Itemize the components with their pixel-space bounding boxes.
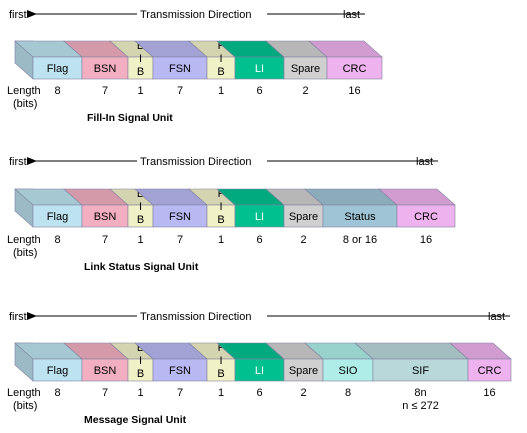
length-value-flag: 8 <box>54 85 60 97</box>
direction-label-bg <box>137 7 267 21</box>
segment-label-crc: CRC <box>478 365 502 377</box>
segment-label-spare: Spare <box>291 63 320 75</box>
direction-label-bg <box>137 154 267 168</box>
segment-crc <box>396 204 456 228</box>
segment-label-fsn: FSN <box>169 63 191 75</box>
bits-label: (bits) <box>13 98 37 110</box>
segment-label-letter: B <box>217 66 224 78</box>
segment-label-letter: B <box>137 66 144 78</box>
length-value-li: 6 <box>256 387 262 399</box>
length-note-sif: n ≤ 272 <box>402 400 439 412</box>
unit-caption: Link Status Signal Unit <box>84 261 199 273</box>
segment-label-crc: CRC <box>414 211 438 223</box>
segment-top-sif <box>354 342 469 360</box>
length-value-spare: 2 <box>302 85 308 97</box>
length-value-bsn: 7 <box>102 85 108 97</box>
segment-label-fib: FIB <box>217 40 224 78</box>
length-value-bib: 1 <box>137 85 143 97</box>
length-value-fib: 1 <box>218 234 224 246</box>
segment-label-letter: I <box>139 53 142 65</box>
length-value-fsn: 7 <box>177 234 183 246</box>
segment-label-letter: I <box>139 355 142 367</box>
segment-label-li: LI <box>255 63 264 75</box>
direction-label: Transmission Direction <box>140 9 251 21</box>
segment-label-fib: FIB <box>217 342 224 380</box>
segment-label-sif: SIF <box>412 365 429 377</box>
segment-label-li: LI <box>255 365 264 377</box>
segment-crc <box>467 358 512 382</box>
segment-label-fib: FIB <box>217 188 224 226</box>
segment-label-sio: SIO <box>339 365 358 377</box>
segment-label-letter: B <box>217 368 224 380</box>
segment-label-status: Status <box>344 211 376 223</box>
segment-label-spare: Spare <box>289 211 318 223</box>
segment-label-flag: Flag <box>47 365 68 377</box>
segment-label-letter: B <box>137 214 144 226</box>
length-label: Length <box>7 85 41 97</box>
length-label: Length <box>7 387 41 399</box>
segment-label-letter: F <box>218 342 225 354</box>
last-label: last <box>343 9 360 21</box>
length-value-crc: 16 <box>348 85 360 97</box>
last-label: last <box>488 311 505 323</box>
segment-label-letter: I <box>219 355 222 367</box>
segment-label-flag: Flag <box>47 63 68 75</box>
direction-label-bg <box>137 309 267 323</box>
length-value-crc: 16 <box>420 234 432 246</box>
direction-label: Transmission Direction <box>140 311 251 323</box>
segment-label-letter: B <box>137 368 144 380</box>
length-value-crc: 16 <box>483 387 495 399</box>
length-value-fsn: 7 <box>177 85 183 97</box>
length-value-sif: 8n <box>414 387 426 399</box>
length-value-bib: 1 <box>137 234 143 246</box>
length-value-fib: 1 <box>218 387 224 399</box>
segment-label-letter: B <box>217 214 224 226</box>
segment-label-letter: I <box>139 201 142 213</box>
segment-label-fsn: FSN <box>169 365 191 377</box>
unit-caption: Message Signal Unit <box>84 414 187 426</box>
segment-crc <box>326 56 383 80</box>
length-value-fsn: 7 <box>177 387 183 399</box>
length-value-fib: 1 <box>218 85 224 97</box>
length-value-bib: 1 <box>137 387 143 399</box>
bits-label: (bits) <box>13 247 37 259</box>
segment-label-bsn: BSN <box>94 63 117 75</box>
segment-label-letter: I <box>219 53 222 65</box>
last-label: last <box>416 156 433 168</box>
length-value-bsn: 7 <box>102 234 108 246</box>
length-value-flag: 8 <box>54 234 60 246</box>
bits-label: (bits) <box>13 400 37 412</box>
segment-label-letter: F <box>218 188 225 200</box>
length-value-bsn: 7 <box>102 387 108 399</box>
length-value-flag: 8 <box>54 387 60 399</box>
segment-label-bsn: BSN <box>94 365 117 377</box>
segment-label-fsn: FSN <box>169 211 191 223</box>
length-value-li: 6 <box>256 85 262 97</box>
segment-label-spare: Spare <box>289 365 318 377</box>
segment-label-li: LI <box>255 211 264 223</box>
length-value-spare: 2 <box>300 387 306 399</box>
length-value-spare: 2 <box>300 234 306 246</box>
first-label: first <box>9 311 27 323</box>
first-label: first <box>9 9 27 21</box>
length-label: Length <box>7 234 41 246</box>
segment-label-letter: I <box>219 201 222 213</box>
first-label: first <box>9 156 27 168</box>
segment-label-letter: F <box>218 40 225 52</box>
segment-label-crc: CRC <box>343 63 367 75</box>
length-value-sio: 8 <box>345 387 351 399</box>
segment-label-flag: Flag <box>47 211 68 223</box>
length-value-status: 8 or 16 <box>343 234 377 246</box>
segment-label-bsn: BSN <box>94 211 117 223</box>
unit-caption: Fill-In Signal Unit <box>87 112 173 124</box>
direction-label: Transmission Direction <box>140 156 251 168</box>
length-value-li: 6 <box>256 234 262 246</box>
